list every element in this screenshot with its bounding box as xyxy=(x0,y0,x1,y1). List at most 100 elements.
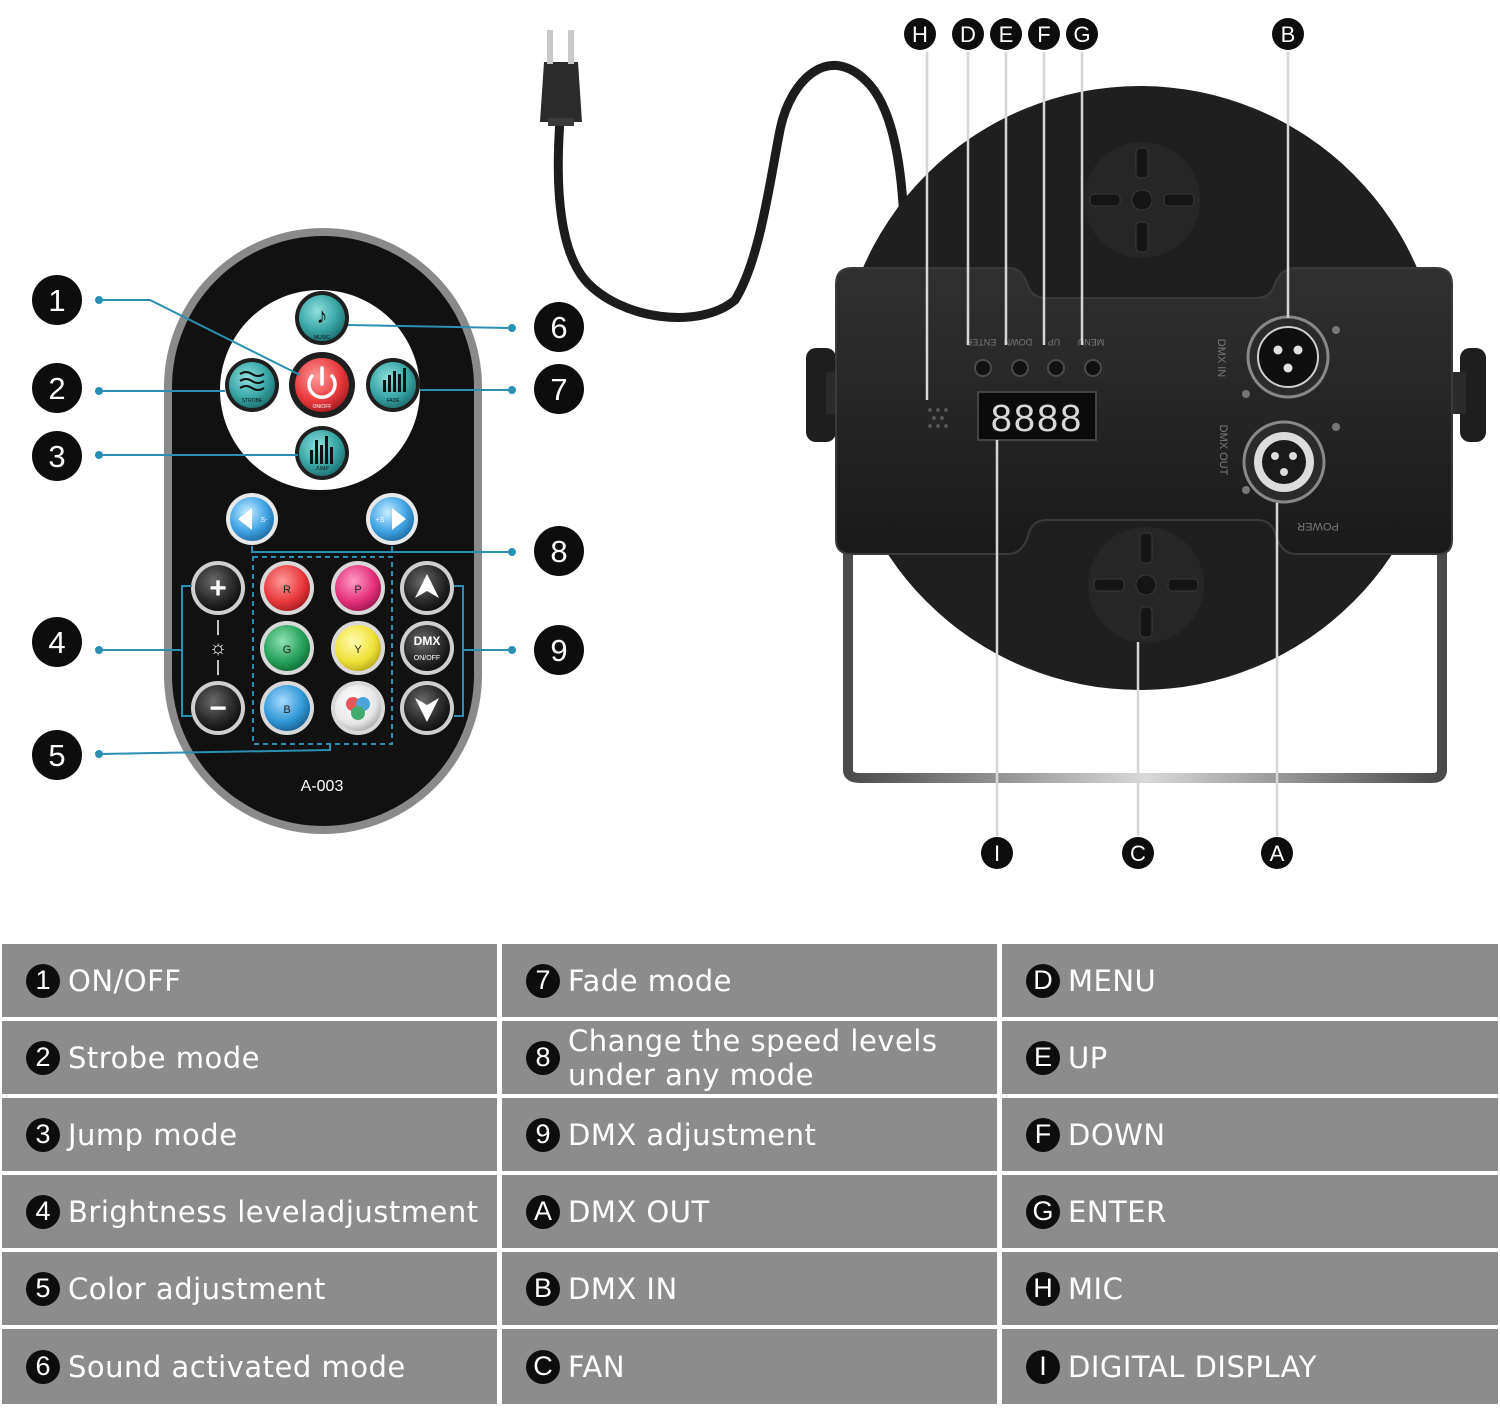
jump-button[interactable]: JUMP xyxy=(295,426,349,480)
callout-badge-e xyxy=(990,18,1022,50)
legend-row: C FAN xyxy=(502,1329,997,1404)
up-arrow-button[interactable] xyxy=(400,561,454,615)
fade-button[interactable]: FADE xyxy=(366,358,420,412)
legend-label: FAN xyxy=(568,1349,626,1384)
legend-badge: 3 xyxy=(26,1117,60,1152)
panel-enter-button[interactable] xyxy=(1084,359,1102,377)
color-y-button[interactable]: Y xyxy=(331,621,385,675)
legend-badge: 7 xyxy=(526,963,560,998)
legend-label: Strobe mode xyxy=(68,1040,261,1075)
callout-badge-f xyxy=(1028,18,1060,50)
panel-up-button[interactable] xyxy=(1011,359,1029,377)
color-p-button[interactable]: P xyxy=(331,561,385,615)
callout-label-4: 4 xyxy=(48,625,65,660)
panel-buttons xyxy=(974,359,1102,377)
music-button[interactable]: ♪ MUSIC xyxy=(295,291,349,345)
color-r-button[interactable]: R xyxy=(260,561,314,615)
legend-badge: 1 xyxy=(26,963,60,998)
callout-badge-3 xyxy=(32,431,82,481)
panel-label-up: UP xyxy=(1048,337,1061,347)
power-plug xyxy=(540,62,582,122)
plug-prong-right xyxy=(568,30,574,64)
device-leader-lines xyxy=(925,52,1290,836)
plug-prong-left xyxy=(547,30,553,64)
color-r-label: R xyxy=(283,584,291,596)
legend-badge: C xyxy=(526,1349,560,1384)
legend-label: Change the speed levels under any mode xyxy=(568,1023,938,1092)
legend-badge: 6 xyxy=(26,1349,60,1384)
onoff-button[interactable]: ON/OFF xyxy=(289,352,355,418)
callout-label-2: 2 xyxy=(48,371,65,406)
legend-row: 8 Change the speed levels under any mode xyxy=(502,1021,997,1094)
legend-row: 9 DMX adjustment xyxy=(502,1098,997,1171)
legend-row: B DMX IN xyxy=(502,1252,997,1325)
panel-down-button[interactable] xyxy=(1047,359,1065,377)
callout-badge-i xyxy=(981,837,1013,869)
callout-badge-g xyxy=(1066,18,1098,50)
legend-row: 5 Color adjustment xyxy=(2,1252,497,1325)
legend-row: F DOWN xyxy=(1002,1098,1498,1171)
legend-badge: B xyxy=(526,1271,560,1306)
strobe-button[interactable]: STROBE xyxy=(225,358,279,412)
legend-row: E UP xyxy=(1002,1021,1498,1094)
legend-label: DOWN xyxy=(1068,1117,1166,1152)
brightness-icon: ☼ xyxy=(209,637,227,659)
legend-label: MIC xyxy=(1068,1271,1124,1306)
legend-row: 7 Fade mode xyxy=(502,944,997,1017)
brightness-minus-button[interactable]: − xyxy=(191,681,245,735)
dmx-out-label: DMX OUT xyxy=(1217,425,1229,476)
callout-badge-b xyxy=(1272,18,1304,50)
color-group-outline xyxy=(252,556,393,745)
callout-badge-h xyxy=(904,18,936,50)
color-b-button[interactable]: B xyxy=(260,681,314,735)
legend-label: Jump mode xyxy=(68,1117,238,1152)
legend-row: 6 Sound activated mode xyxy=(2,1329,497,1404)
mic-hole xyxy=(928,408,948,428)
strobe-wave-icon xyxy=(239,371,265,391)
legend-badge: H xyxy=(1026,1271,1060,1306)
panel-button-labels: MENU UP DOWN ENTER xyxy=(965,337,1104,347)
panel-menu-button[interactable] xyxy=(974,359,992,377)
brightness-plus-button[interactable]: + xyxy=(191,561,245,615)
power-label: POWER xyxy=(1297,520,1339,532)
fade-button-label: FADE xyxy=(386,398,400,404)
color-g-label: G xyxy=(283,644,292,656)
color-rgb-button[interactable] xyxy=(331,681,385,735)
callout-label-1: 1 xyxy=(48,283,65,318)
legend-badge: F xyxy=(1026,1117,1060,1152)
legend-label: MENU xyxy=(1068,963,1157,998)
strobe-button-label: STROBE xyxy=(242,398,263,404)
onoff-button-label: ON/OFF xyxy=(313,404,332,410)
legend-row: I DIGITAL DISPLAY xyxy=(1002,1329,1498,1404)
arrow-left-icon xyxy=(238,508,252,530)
dmx-onoff-button[interactable]: DMX ON/OFF xyxy=(400,621,454,675)
device-callout-badges: H D E F G B I C A xyxy=(904,18,1304,869)
legend-label: DIGITAL DISPLAY xyxy=(1068,1349,1317,1384)
callout-label-9: 9 xyxy=(550,633,567,668)
callout-badge-6 xyxy=(534,302,584,352)
speed-up-button[interactable]: +S xyxy=(366,493,418,545)
par-light-device: MENU UP DOWN ENTER 8888 DMX IN xyxy=(540,30,1486,783)
legend-badge: D xyxy=(1026,963,1060,998)
speed-down-button[interactable]: S- xyxy=(226,493,278,545)
color-g-button[interactable]: G xyxy=(260,621,314,675)
legend-badge: E xyxy=(1026,1040,1060,1075)
legend-row: 2 Strobe mode xyxy=(2,1021,497,1094)
down-arrow-button[interactable] xyxy=(400,681,454,735)
callout-label-3: 3 xyxy=(48,439,65,474)
legend-badge: 9 xyxy=(526,1117,560,1152)
color-p-label: P xyxy=(354,584,361,596)
color-y-label: Y xyxy=(354,644,362,656)
callout-label-h: H xyxy=(912,22,928,47)
legend-label: DMX adjustment xyxy=(568,1117,817,1152)
callout-label-c: C xyxy=(1130,841,1146,866)
callout-badge-1 xyxy=(32,275,82,325)
legend-badge: 2 xyxy=(26,1040,60,1075)
arrow-up-icon xyxy=(415,574,439,598)
fan-vent-bottom xyxy=(1088,527,1204,643)
fan-vent-top xyxy=(1084,142,1200,258)
remote-model-label: A-003 xyxy=(301,778,344,795)
legend-badge: A xyxy=(526,1194,560,1229)
color-b-label: B xyxy=(283,704,290,716)
legend-badge: 5 xyxy=(26,1271,60,1306)
